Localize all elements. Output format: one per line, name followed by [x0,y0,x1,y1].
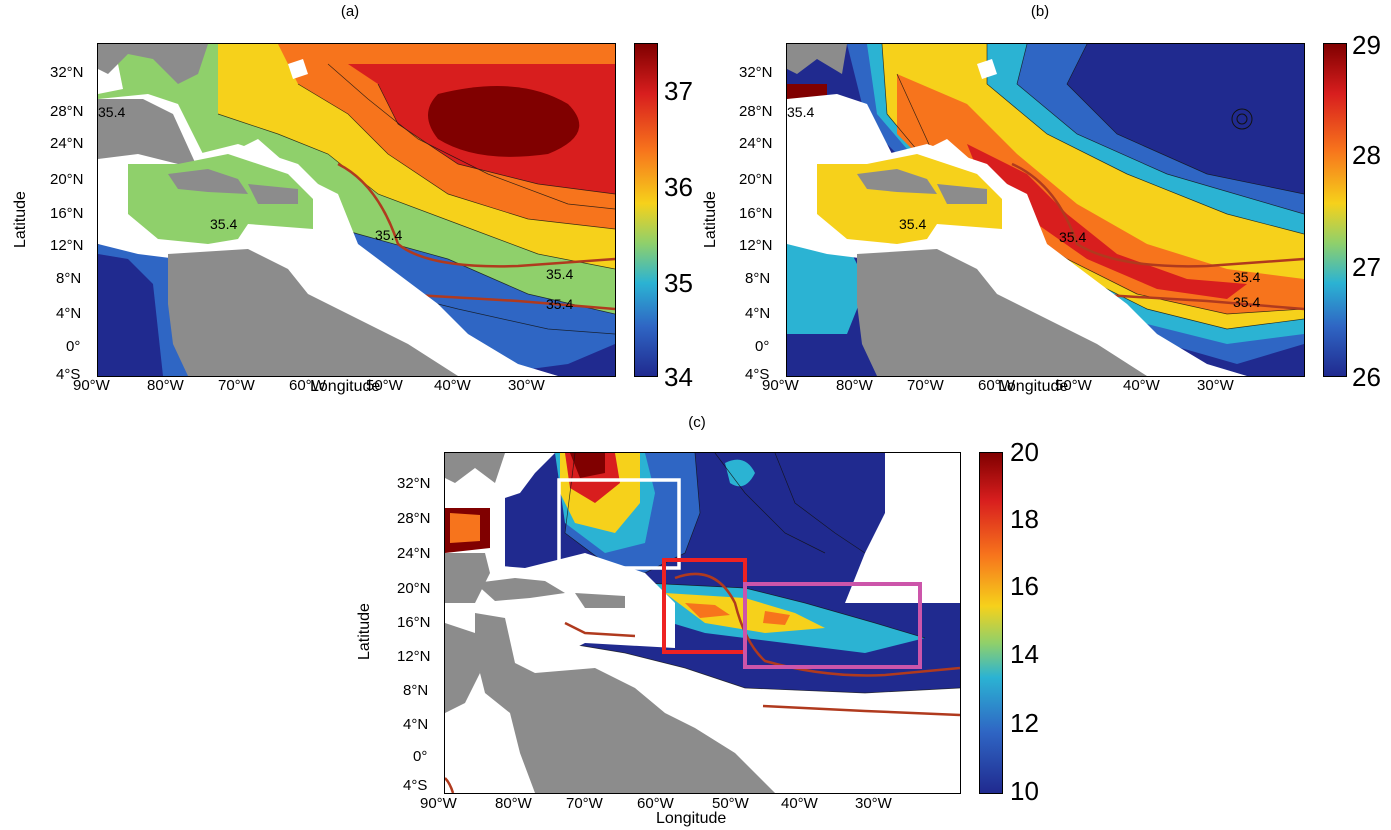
lat-tick: 28°N [50,103,84,120]
white-box [557,478,681,570]
lon-tick: 30°W [855,795,892,812]
lon-tick: 50°W [712,795,749,812]
panel-b-contour-label: 35.4 [787,104,815,120]
lat-tick: 24°N [739,135,773,152]
panel-a-colorbar [634,43,658,377]
panel-a-contour-label: 35.4 [546,296,574,312]
panel-a-map-svg [98,44,615,376]
lat-tick: 16°N [50,205,84,222]
colorbar-tick: 16 [1010,571,1039,601]
lat-tick: 16°N [397,614,431,631]
lon-tick: 60°W [637,795,674,812]
colorbar-tick: 14 [1010,639,1039,669]
lat-tick: 4°S [56,366,81,383]
panel-b-contour-label: 35.4 [1233,269,1261,285]
magenta-box [743,582,922,669]
panel-c-title: (c) [688,414,706,431]
panel-b-colorbar [1323,43,1347,377]
colorbar-tick: 35 [664,268,693,298]
colorbar-tick: 20 [1010,437,1039,467]
lat-tick: 12°N [397,648,431,665]
lat-tick: 4°S [403,777,428,794]
lon-tick: 90°W [73,377,110,394]
panel-a-contour-label: 35.4 [375,227,403,243]
colorbar-tick: 28 [1352,140,1381,170]
lat-tick: 0° [413,748,428,765]
panel-a-ylabel: Latitude [12,191,29,248]
lon-tick: 40°W [781,795,818,812]
panel-b-contour-label: 35.4 [1059,229,1087,245]
lat-tick: 28°N [397,510,431,527]
lon-tick: 50°W [1055,377,1092,394]
panel-c-xlabel: Longitude [656,810,727,827]
colorbar-tick: 34 [664,362,693,392]
panel-c-colorbar [979,452,1003,794]
lat-tick: 12°N [739,237,773,254]
panel-a-map: 35.4 35.4 35.4 35.4 35.4 [97,43,616,377]
panel-b-title: (b) [1030,3,1050,20]
lat-tick: 12°N [50,237,84,254]
lat-tick: 16°N [739,205,773,222]
lat-tick: 32°N [739,64,773,81]
colorbar-tick: 36 [664,172,693,202]
lat-tick: 4°S [745,366,770,383]
lat-tick: 32°N [397,475,431,492]
colorbar-tick: 26 [1352,362,1381,392]
lon-tick: 70°W [218,377,255,394]
panel-b-xlabel: Longitude [998,378,1069,395]
panel-b-ylabel: Latitude [702,191,719,248]
lon-tick: 70°W [907,377,944,394]
lon-tick: 40°W [1123,377,1160,394]
panel-a-title: (a) [340,3,360,20]
lat-tick: 20°N [397,580,431,597]
lat-tick: 8°N [56,270,82,287]
lat-tick: 4°N [403,716,429,733]
lon-tick: 40°W [434,377,471,394]
lat-tick: 4°N [56,305,82,322]
panel-b-contour-label: 35.4 [899,216,927,232]
lon-tick: 60°W [978,377,1015,394]
colorbar-tick: 18 [1010,504,1039,534]
lat-tick: 24°N [397,545,431,562]
lat-tick: 0° [755,338,770,355]
colorbar-tick: 12 [1010,708,1039,738]
panel-a-contour-label: 35.4 [546,266,574,282]
panel-b-contour-label: 35.4 [1233,294,1261,310]
lat-tick: 20°N [50,171,84,188]
panel-a-contour-label: 35.4 [98,104,126,120]
panel-a-contour-label: 35.4 [210,216,238,232]
lon-tick: 90°W [420,795,457,812]
lon-tick: 80°W [836,377,873,394]
colorbar-tick: 10 [1010,776,1039,806]
lat-tick: 28°N [739,103,773,120]
lon-tick: 90°W [762,377,799,394]
lat-tick: 4°N [745,305,771,322]
panel-c-map-svg [445,453,960,793]
colorbar-tick: 27 [1352,252,1381,282]
lon-tick: 80°W [495,795,532,812]
lon-tick: 80°W [147,377,184,394]
colorbar-tick: 29 [1352,30,1381,60]
panel-b-map-svg [787,44,1304,376]
colorbar-tick: 37 [664,76,693,106]
panel-b-map: 35.4 35.4 35.4 35.4 35.4 [786,43,1305,377]
lat-tick: 8°N [745,270,771,287]
lon-tick: 30°W [1197,377,1234,394]
lon-tick: 50°W [366,377,403,394]
lat-tick: 8°N [403,682,429,699]
lat-tick: 20°N [739,171,773,188]
lat-tick: 24°N [50,135,84,152]
panel-c-ylabel: Latitude [356,603,373,660]
lon-tick: 70°W [566,795,603,812]
panel-c-map [444,452,961,794]
panel-a-xlabel: Longitude [310,378,381,395]
lat-tick: 32°N [50,64,84,81]
lon-tick: 30°W [508,377,545,394]
lat-tick: 0° [66,338,81,355]
lon-tick: 60°W [289,377,326,394]
